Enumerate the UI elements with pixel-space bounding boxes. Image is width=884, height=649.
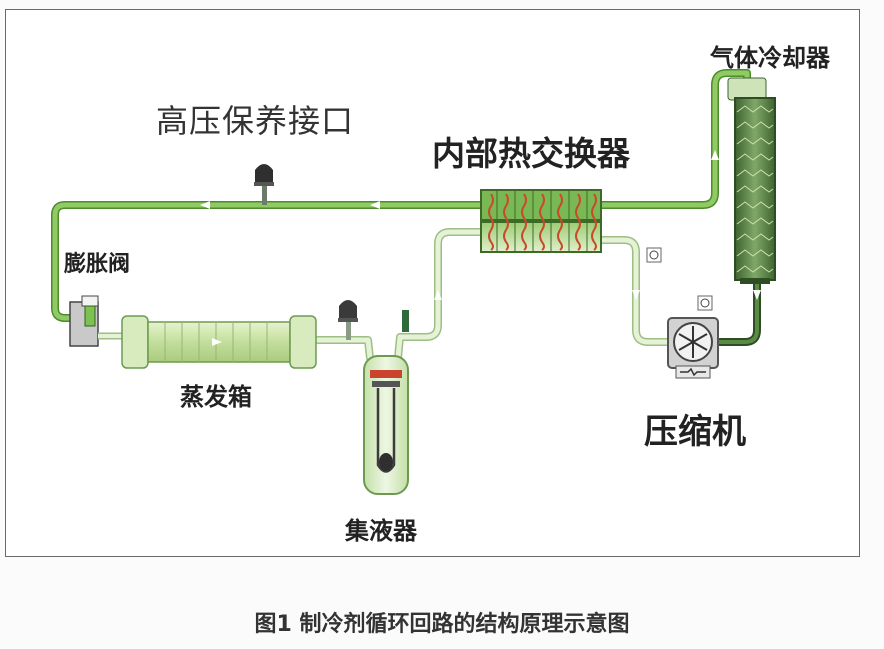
- label-internal-heat-exchanger: 内部热交换器: [432, 134, 630, 173]
- fan-icon: [678, 326, 708, 358]
- heat-wave-icon: [488, 193, 597, 251]
- label-expansion-valve: 膨胀阀: [64, 252, 131, 277]
- flow-arrow-icon: [200, 150, 761, 300]
- compressor: [667, 317, 719, 379]
- figure-caption: 图1 制冷剂循环回路的结构原理示意图: [254, 612, 630, 637]
- gas-cooler: [727, 77, 776, 284]
- label-gas-cooler: 气体冷却器: [710, 44, 830, 72]
- high-pressure-line: [51, 69, 761, 346]
- service-port-icon: [254, 164, 274, 205]
- accumulator: [363, 310, 409, 495]
- evaporator: [121, 315, 317, 369]
- sensor-icon: [697, 295, 713, 311]
- label-accumulator: 集液器: [345, 517, 417, 545]
- sensor-icon: [646, 247, 662, 263]
- label-high-pressure-port: 高压保养接口: [156, 102, 355, 140]
- service-port-icon: [338, 300, 358, 340]
- refrigerant-circuit-diagram: [51, 69, 776, 495]
- internal-heat-exchanger: [480, 189, 602, 253]
- label-compressor: 压缩机: [644, 412, 746, 452]
- expansion-valve: [69, 295, 122, 347]
- label-evaporator: 蒸发箱: [180, 383, 252, 411]
